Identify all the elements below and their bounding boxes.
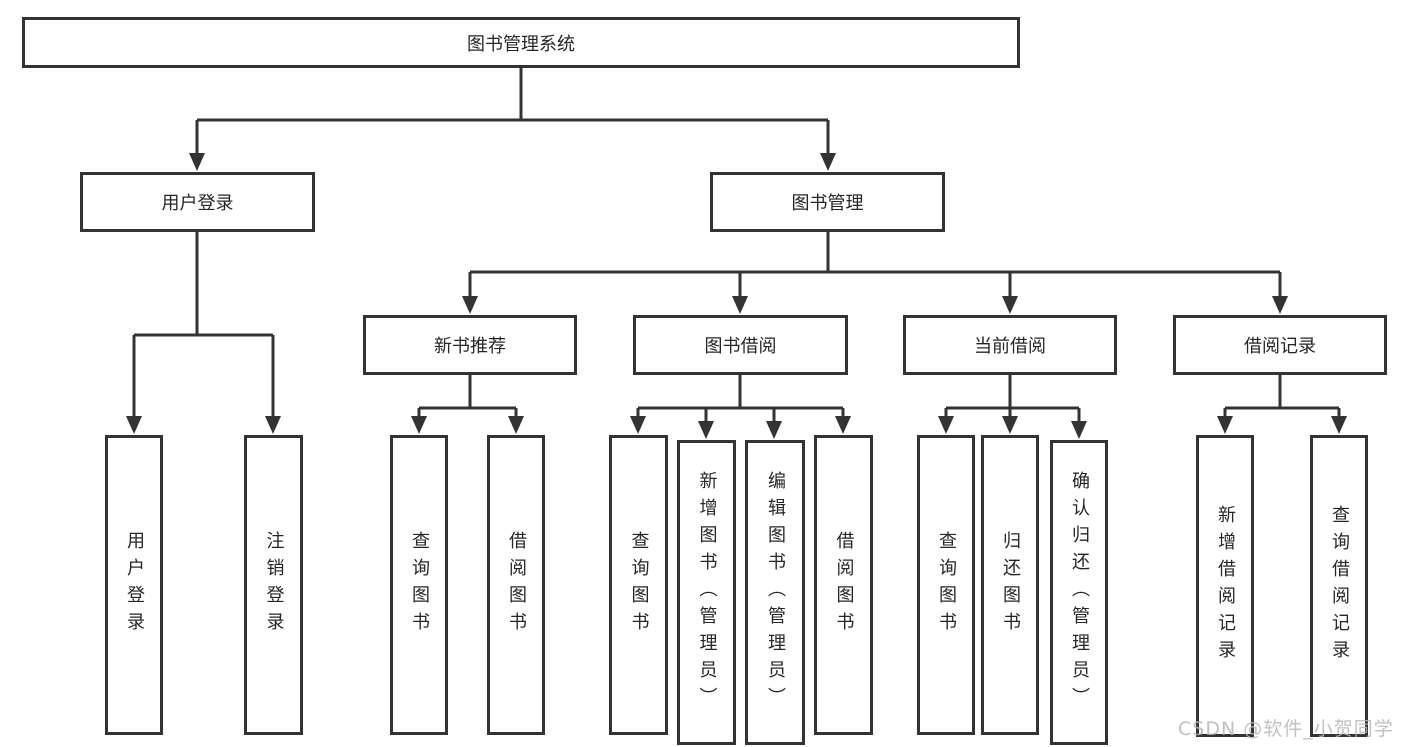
leaf-user-login-label: 用户登录 [124,531,145,639]
node-new-book-recommend-label: 新书推荐 [434,336,506,357]
leaf-add-borrow-record-label: 新增借阅记录 [1215,505,1236,667]
node-book-management: 图书管理 [710,172,945,232]
leaf-query-book-current-label: 查询图书 [936,531,957,639]
leaf-return-book: 归还图书 [981,435,1039,735]
leaf-add-borrow-record: 新增借阅记录 [1196,435,1254,737]
node-current-borrow-label: 当前借阅 [974,336,1046,357]
node-book-management-label: 图书管理 [791,193,864,214]
node-new-book-recommend: 新书推荐 [363,315,577,375]
node-current-borrow: 当前借阅 [903,315,1117,375]
leaf-query-book-borrow: 查询图书 [609,435,668,735]
leaf-return-book-label: 归还图书 [1000,531,1021,639]
leaf-borrow-book-recommend-label: 借阅图书 [506,531,527,639]
node-borrow-records-label: 借阅记录 [1244,336,1316,357]
leaf-borrow-book-label: 借阅图书 [833,531,855,639]
node-book-borrow: 图书借阅 [633,315,848,375]
leaf-confirm-return-admin: 确认归还（管理员） [1050,440,1108,745]
leaf-confirm-return-admin-label: 确认归还（管理员） [1069,471,1090,714]
leaf-add-book-admin: 新增图书（管理员） [677,440,736,745]
csdn-watermark: CSDN @软件_小贺同学 [1178,718,1394,740]
leaf-borrow-book-recommend: 借阅图书 [487,435,545,735]
node-book-borrow-label: 图书借阅 [704,336,777,357]
leaf-edit-book-admin: 编辑图书（管理员） [745,440,805,745]
leaf-query-book-recommend-label: 查询图书 [409,531,430,639]
node-user-login: 用户登录 [80,172,315,232]
leaf-query-borrow-record-label: 查询借阅记录 [1329,505,1350,667]
leaf-query-book-current: 查询图书 [917,435,975,735]
leaf-edit-book-admin-label: 编辑图书（管理员） [765,471,786,714]
node-library-system: 图书管理系统 [22,17,1020,68]
node-user-login-label: 用户登录 [161,193,234,214]
leaf-query-borrow-record: 查询借阅记录 [1310,435,1368,737]
node-library-system-label: 图书管理系统 [467,33,575,55]
leaf-query-book-borrow-label: 查询图书 [628,531,650,639]
leaf-add-book-admin-label: 新增图书（管理员） [696,471,718,714]
leaf-borrow-book: 借阅图书 [814,435,873,735]
leaf-logout: 注销登录 [244,435,303,735]
leaf-logout-label: 注销登录 [263,531,285,639]
leaf-query-book-recommend: 查询图书 [390,435,448,735]
arrowheads [126,153,1347,439]
node-borrow-records: 借阅记录 [1173,315,1387,375]
leaf-user-login: 用户登录 [105,435,163,735]
